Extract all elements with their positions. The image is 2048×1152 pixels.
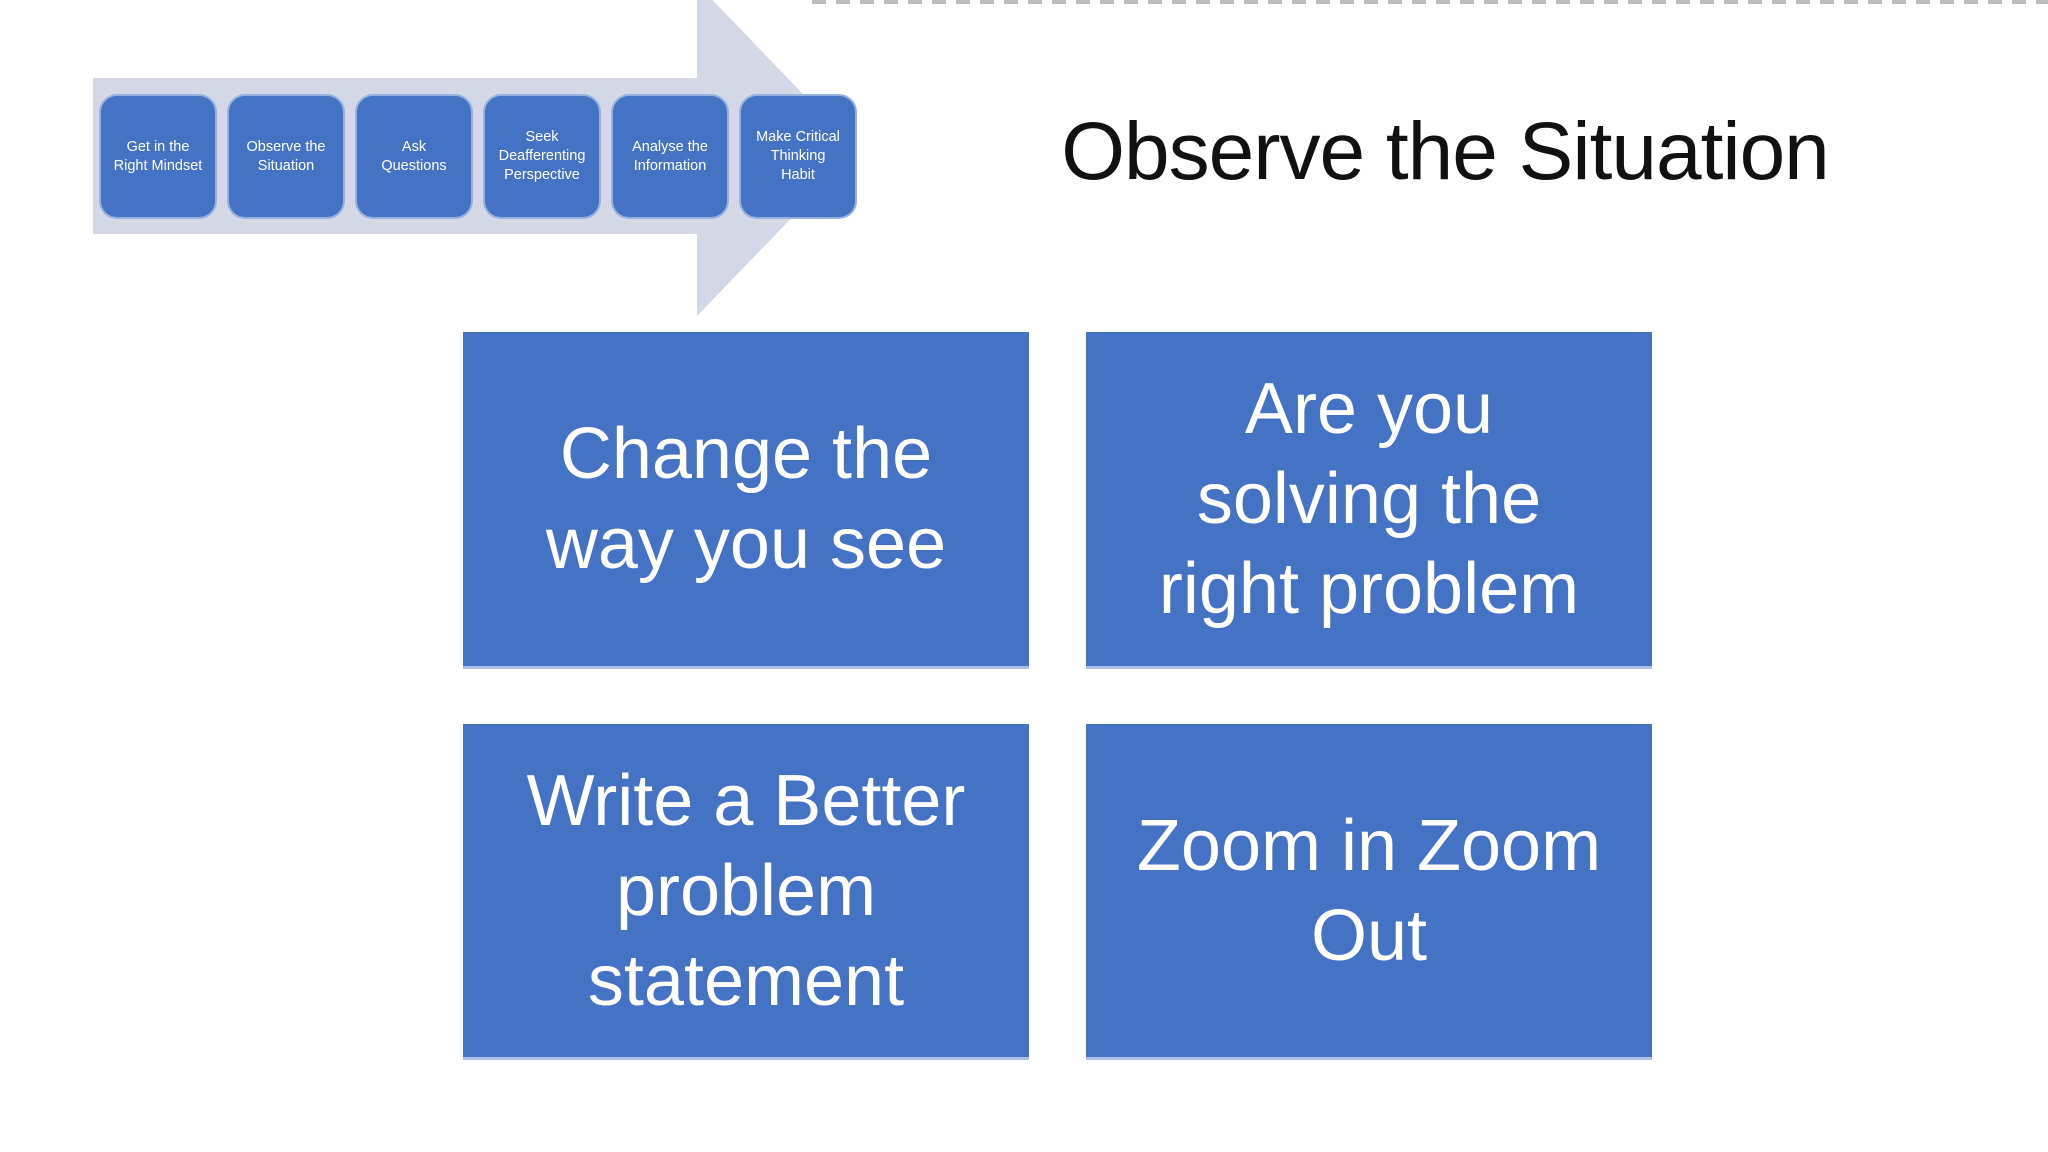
card-line: Out xyxy=(1310,895,1428,976)
step-line: Thinking xyxy=(770,148,826,164)
card-line: statement xyxy=(587,940,905,1021)
card-are-you-solving-the-right-problem: Are you solving the right problem xyxy=(1086,332,1652,669)
slide-title: Observe the Situation xyxy=(1061,106,1830,197)
card-line: problem xyxy=(615,850,877,931)
card-line: Change the xyxy=(559,414,933,494)
step-line: Observe the xyxy=(246,138,326,155)
step-line: Right Mindset xyxy=(113,157,203,174)
step-line: Ask xyxy=(401,138,427,155)
process-step-get-in-the-right-mindset: Get in the Right Mindset xyxy=(99,94,217,219)
step-line: Make Critical xyxy=(756,129,840,146)
step-line: Perspective xyxy=(504,166,580,183)
step-line: Information xyxy=(633,157,707,174)
video-edge-artifact xyxy=(812,0,2048,4)
card-line: solving the xyxy=(1196,459,1542,539)
process-step-analyse-the-information: Analyse the Information xyxy=(611,94,729,219)
process-step-observe-the-situation: Observe the Situation xyxy=(227,94,345,219)
step-line: Deafferenting xyxy=(498,148,586,164)
process-step-ask-questions: Ask Questions xyxy=(355,94,473,219)
step-line: Habit xyxy=(781,166,815,183)
step-line: Analyse the xyxy=(632,138,708,155)
card-change-the-way-you-see: Change the way you see xyxy=(463,332,1029,669)
step-line: Situation xyxy=(257,157,315,174)
process-step-seek-deafferenting-perspective: Seek Deafferenting Perspective xyxy=(483,94,601,219)
card-line: way you see xyxy=(545,504,947,584)
step-line: Get in the xyxy=(126,138,190,155)
card-write-a-better-problem-statement: Write a Better problem statement xyxy=(463,724,1029,1060)
card-zoom-in-zoom-out: Zoom in Zoom Out xyxy=(1086,724,1652,1060)
card-line: right problem xyxy=(1158,549,1580,629)
card-line: Are you xyxy=(1244,369,1494,449)
card-line: Zoom in Zoom xyxy=(1136,805,1602,886)
process-step-make-critical-thinking-habit: Make Critical Thinking Habit xyxy=(739,94,857,219)
step-line: Seek xyxy=(525,129,559,146)
step-line: Questions xyxy=(381,157,447,174)
card-line: Write a Better xyxy=(526,760,966,841)
